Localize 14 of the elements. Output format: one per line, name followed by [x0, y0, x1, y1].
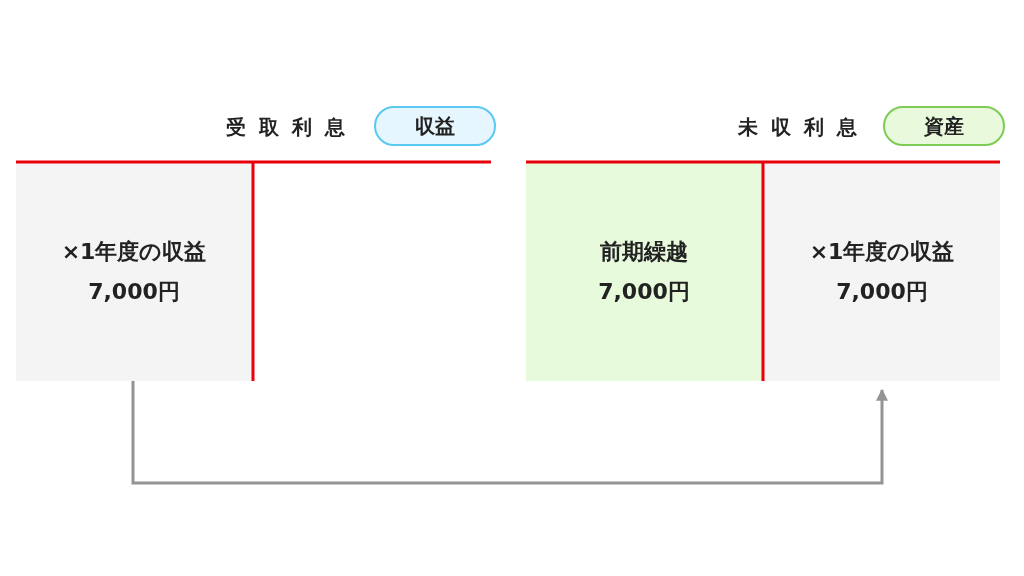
ledger-cell [526, 163, 762, 381]
cell-heading: ×1年度の収益 [61, 241, 207, 263]
amount-text: 7,000円 [598, 281, 690, 303]
account-title: 受取利息 [226, 114, 358, 141]
cell-heading: ×1年度の収益 [809, 241, 955, 263]
account-title: 未収利息 [738, 114, 870, 141]
ledger-cell [16, 163, 252, 381]
category-badge: 資産 [883, 106, 1005, 146]
arrow [131, 381, 888, 485]
category-badge: 収益 [374, 106, 496, 146]
cell-heading: 前期繰越 [600, 241, 688, 263]
amount-text: 7,000円 [88, 281, 180, 303]
amount-text: 7,000円 [836, 281, 928, 303]
ledger-cell [764, 163, 1000, 381]
